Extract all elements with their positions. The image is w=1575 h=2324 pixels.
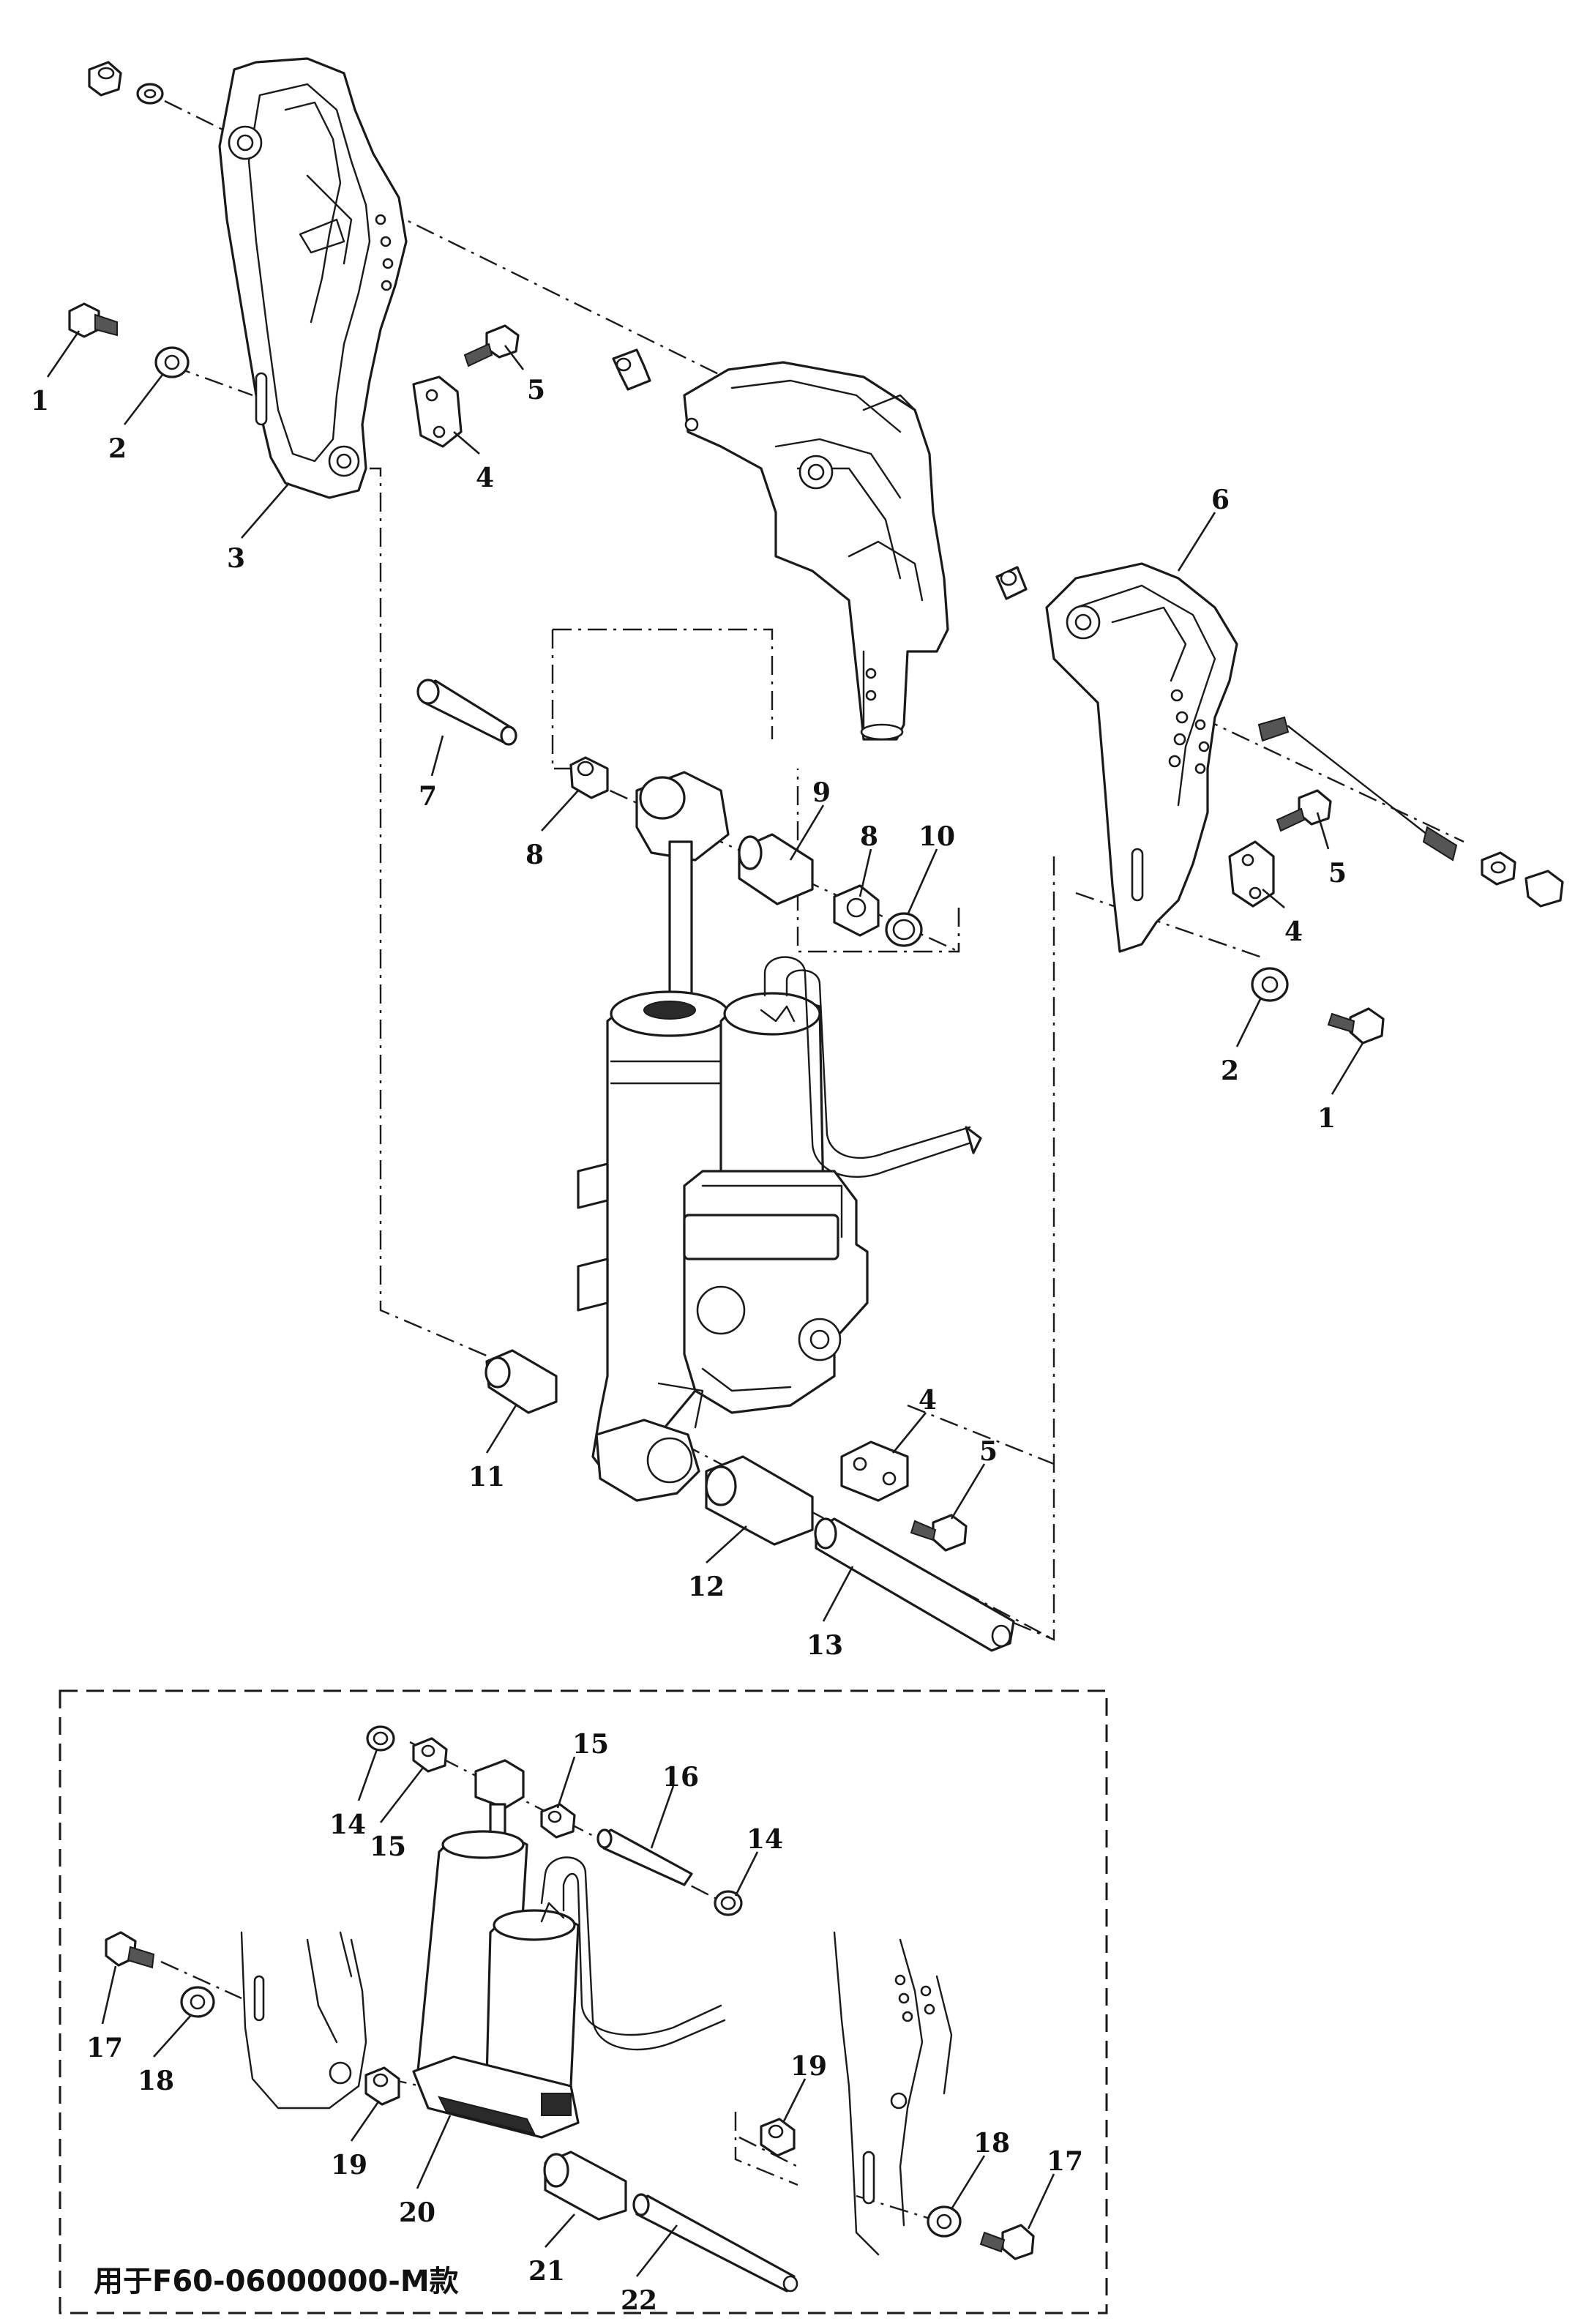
- pin-7: [416, 679, 517, 746]
- right-cap-nut: [1525, 870, 1564, 908]
- variant-note: 用于F60-06000000-M款: [94, 2265, 459, 2298]
- right-threaded-rod: [1257, 716, 1458, 862]
- inset-snap-ring-14b: [714, 1890, 743, 1916]
- bushing-11: [485, 1349, 558, 1414]
- callout-19-right: 19: [790, 2051, 827, 2082]
- left-washer-2: [154, 346, 190, 378]
- inset-washer-18a: [180, 1986, 215, 2018]
- callout-14-right: 14: [747, 1824, 783, 1855]
- callout-1-right: 1: [1317, 1103, 1336, 1134]
- callout-16: 16: [662, 1762, 699, 1793]
- callout-3: 3: [227, 543, 245, 574]
- lower-bolt-5: [910, 1514, 968, 1552]
- right-nut: [1481, 851, 1516, 886]
- callout-18-right: 18: [973, 2128, 1010, 2159]
- inset-collar-15b: [540, 1803, 576, 1839]
- callout-20: 20: [399, 2197, 435, 2228]
- snap-ring-10: [885, 912, 923, 947]
- inset-left-bracket: [240, 1931, 367, 2110]
- callout-21: 21: [528, 2256, 565, 2287]
- right-bolt-1: [1327, 1007, 1385, 1045]
- right-washer-2: [1251, 967, 1289, 1002]
- callout-17-left: 17: [86, 2033, 123, 2063]
- callout-19-left: 19: [331, 2150, 367, 2181]
- callout-17-right: 17: [1047, 2146, 1083, 2177]
- left-clamp-bracket: [218, 57, 408, 499]
- callout-5-lower: 5: [979, 1436, 998, 1467]
- inset-bushing-19a: [364, 2066, 400, 2106]
- top-left-nut: [88, 61, 164, 105]
- upper-plate-4: [412, 375, 463, 448]
- callout-13: 13: [807, 1630, 843, 1661]
- lower-plate-4: [840, 1441, 909, 1502]
- right-bolt-5: [1276, 789, 1332, 832]
- pin-13: [814, 1517, 1015, 1652]
- callout-2-right: 2: [1221, 1055, 1239, 1086]
- inset-washer-18b: [927, 2205, 962, 2238]
- inset-pin-16: [596, 1828, 693, 1886]
- right-clamp-bracket: [1045, 562, 1238, 953]
- callout-12: 12: [688, 1572, 725, 1602]
- inset-bolt-17b: [979, 2224, 1035, 2260]
- callout-11: 11: [468, 1462, 505, 1492]
- right-plate-4: [1228, 840, 1275, 908]
- callout-9: 9: [812, 777, 831, 808]
- callout-1-left: 1: [31, 386, 49, 416]
- trim-tilt-unit: [577, 956, 982, 1502]
- inset-trim-tilt-unit: [412, 1759, 726, 2139]
- inset-bushing-19b: [760, 2118, 796, 2157]
- callout-4-right: 4: [1284, 916, 1303, 947]
- swivel-bracket: [683, 361, 949, 741]
- callout-8-left: 8: [525, 840, 544, 870]
- callout-4-upper: 4: [476, 463, 494, 493]
- upper-bushing: [612, 348, 651, 391]
- callout-5-upper: 5: [527, 375, 545, 406]
- collar-8b: [833, 884, 880, 937]
- right-bushing: [995, 566, 1028, 600]
- upper-bolt-5: [463, 324, 520, 367]
- inset-right-bracket: [833, 1931, 953, 2256]
- inset-bolt-17a: [105, 1931, 155, 1969]
- callout-7: 7: [419, 781, 437, 812]
- callout-15-left: 15: [370, 1831, 406, 1862]
- callout-18-left: 18: [138, 2066, 174, 2096]
- callout-leader-lines: [46, 330, 1364, 2277]
- callout-15-right: 15: [572, 1729, 609, 1760]
- inset-collar-15a: [412, 1737, 448, 1773]
- callout-14-left: 14: [329, 1809, 366, 1840]
- cylinder-rod-end: [635, 771, 730, 1026]
- sleeve-9: [738, 833, 814, 905]
- callout-22: 22: [621, 2285, 657, 2316]
- callout-2-left: 2: [108, 433, 127, 464]
- inset-pin-22: [632, 2193, 798, 2293]
- callout-5-right: 5: [1328, 858, 1347, 889]
- sleeve-12: [705, 1455, 814, 1546]
- callout-4-lower: 4: [919, 1385, 937, 1416]
- inset-snap-ring-14a: [366, 1725, 395, 1752]
- variant-inset-box: [59, 1689, 1108, 2314]
- callout-8-right: 8: [860, 821, 878, 852]
- left-bolt-1: [68, 302, 118, 338]
- callout-6: 6: [1211, 485, 1230, 515]
- callout-10: 10: [919, 821, 955, 852]
- upper-collar-8a: [569, 756, 609, 799]
- inset-sleeve-21: [543, 2151, 627, 2221]
- callout-numbers: 1 2 3 4 5 6 5 4 2 1 7 8 9 8 10 11 4 5 12…: [31, 375, 1347, 2316]
